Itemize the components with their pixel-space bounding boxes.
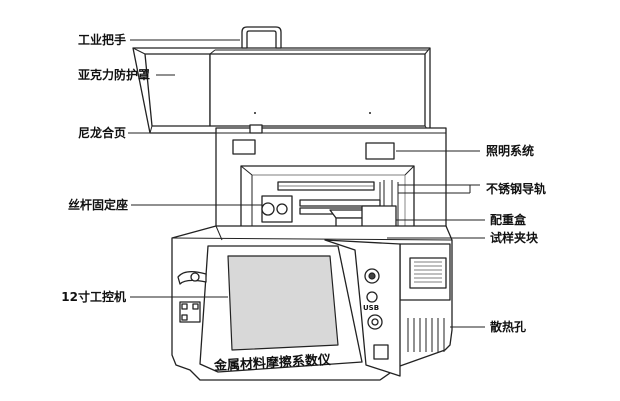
leader-lines [128, 39, 485, 328]
control-screen [227, 255, 339, 351]
label-nylon-hinge: 尼龙合页 [77, 126, 126, 140]
handle [241, 26, 282, 49]
label-sample-clamp: 试样夹块 [490, 231, 539, 245]
acrylic-shield [132, 47, 431, 134]
counterweight [329, 205, 397, 229]
lighting-block [365, 142, 395, 160]
usb-port-label: USB [363, 304, 380, 312]
qr-pattern [179, 301, 201, 323]
left-light-block [232, 139, 256, 155]
label-cooling-vents: 散热孔 [490, 320, 527, 334]
cooling-vents [407, 318, 445, 352]
label-industrial-handle: 工业把手 [77, 33, 126, 47]
control-knobs [364, 268, 389, 360]
hinge-block [249, 124, 263, 134]
label-control-screen: 12寸工控机 [61, 290, 126, 304]
label-lighting-system: 照明系统 [486, 144, 535, 158]
vent-band-top [409, 257, 447, 289]
label-lead-screw-mount: 丝杆固定座 [67, 198, 128, 212]
lead-screw-mount [261, 195, 293, 223]
label-acrylic-shield: 亚克力防护罩 [77, 68, 150, 82]
side-grip [177, 270, 207, 285]
label-stainless-rail: 不锈钢导轨 [486, 182, 547, 196]
label-counterweight-box: 配重盒 [490, 213, 527, 227]
